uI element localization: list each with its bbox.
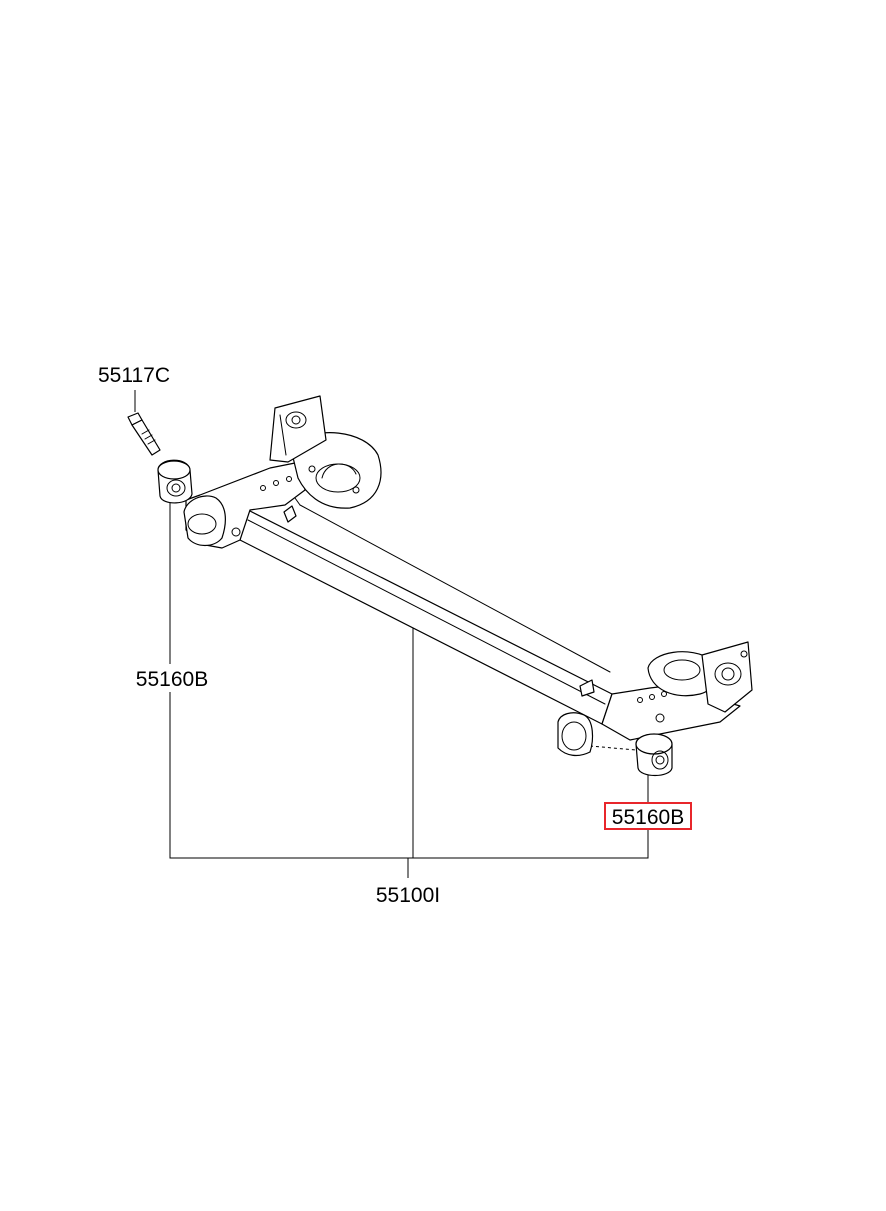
label-55160b-left[interactable]: 55160B [132, 664, 212, 692]
highlight-box [604, 802, 692, 830]
bushing-left [157, 459, 193, 504]
torsion-beam-axle [183, 395, 753, 757]
label-55100i[interactable]: 55100I [376, 884, 440, 907]
part-number-text: 55160B [612, 806, 684, 829]
label-55117c[interactable]: 55117C [98, 364, 170, 387]
part-number-text: 55117C [98, 364, 170, 387]
bolt-55117c [127, 412, 161, 456]
leader-lines [134, 390, 649, 878]
part-number-text: 55160B [136, 668, 208, 691]
bushing-right [635, 733, 673, 777]
label-55160b-right[interactable]: 55160B [604, 802, 692, 830]
part-number-text: 55100I [376, 884, 440, 907]
